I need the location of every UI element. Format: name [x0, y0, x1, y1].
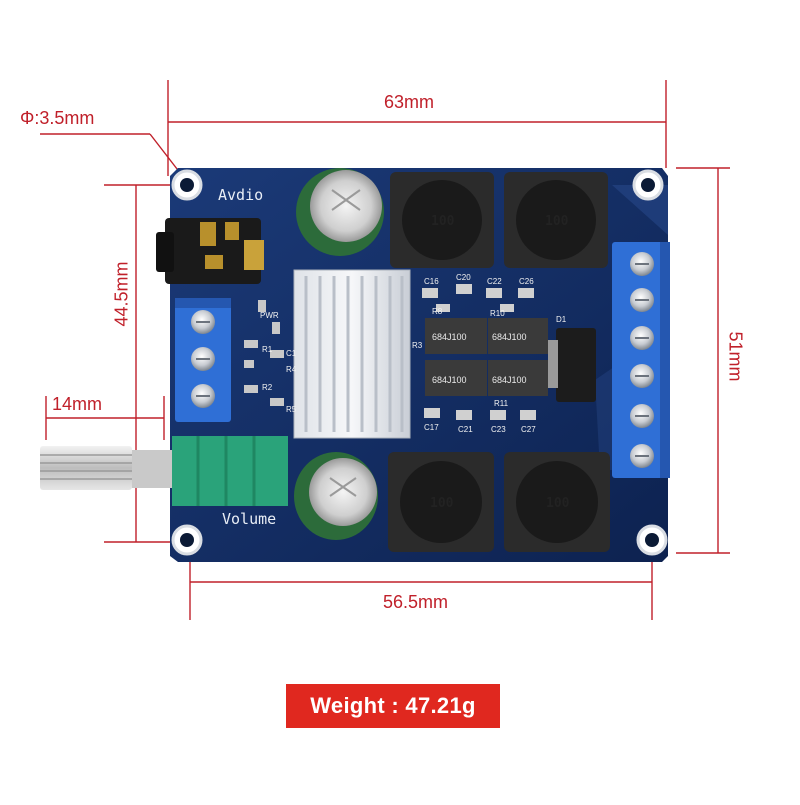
width-bottom-label: 56.5mm: [383, 592, 449, 612]
ref-c21: C21: [458, 425, 473, 434]
ref-r3: R3: [412, 341, 423, 350]
ref-r5: R5: [286, 405, 297, 414]
inductor-bottom-right: [504, 452, 610, 552]
mounting-holes: [171, 169, 668, 556]
inductor-top-left: [390, 172, 494, 268]
ref-r4: R4: [286, 365, 297, 374]
ref-r8: R8: [432, 307, 443, 316]
ref-r11: R11: [494, 399, 509, 408]
width-top-label: 63mm: [384, 92, 435, 112]
heatsink: [293, 269, 411, 439]
volume-potentiometer: [40, 436, 288, 506]
inductor-marking-tr: 100: [545, 214, 569, 229]
electrolytic-capacitor-top: [296, 168, 384, 256]
ref-r2: R2: [262, 383, 273, 392]
ref-c26: C26: [519, 277, 534, 286]
film-capacitors: [425, 318, 548, 396]
dimension-lines: [40, 80, 730, 620]
cap-code-1: 684J100: [432, 332, 467, 342]
ref-c27: C27: [521, 425, 536, 434]
input-terminal-block: [175, 298, 231, 422]
knob-length-label: 14mm: [52, 394, 103, 414]
weight-badge: Weight : 47.21g: [286, 684, 500, 728]
hole-diameter-label: Φ:3.5mm: [20, 108, 95, 128]
diode-d1: [548, 328, 596, 402]
smd-components-left: [244, 300, 284, 406]
ref-c22: C22: [487, 277, 502, 286]
audio-jack: [156, 218, 264, 284]
cap-code-4: 684J100: [492, 375, 527, 385]
height-left-label: 44.5mm: [111, 261, 132, 327]
ref-d1: D1: [556, 315, 567, 324]
ref-c16: C16: [424, 277, 439, 286]
electrolytic-capacitor-bottom: [294, 452, 378, 540]
ref-pwr: PWR: [260, 311, 279, 320]
silk-audio: Avdio: [218, 186, 263, 204]
ref-c23: C23: [491, 425, 506, 434]
inductor-bottom-left: [388, 452, 494, 552]
smd-components-middle: [422, 284, 536, 420]
ref-r10: R10: [490, 309, 505, 318]
ref-r1: R1: [262, 345, 273, 354]
ref-c20: C20: [456, 273, 471, 282]
inductor-marking-br: 100: [546, 496, 570, 511]
silk-volume: Volume: [222, 510, 276, 528]
height-right-label: 51mm: [725, 331, 746, 382]
ref-c1: C1: [286, 349, 297, 358]
output-terminal-block: [612, 242, 670, 478]
inductor-marking-bl: 100: [430, 496, 454, 511]
cap-code-2: 684J100: [492, 332, 527, 342]
inductor-top-right: [504, 172, 608, 268]
cap-code-3: 684J100: [432, 375, 467, 385]
ref-c17: C17: [424, 423, 439, 432]
inductor-marking-tl: 100: [431, 214, 455, 229]
